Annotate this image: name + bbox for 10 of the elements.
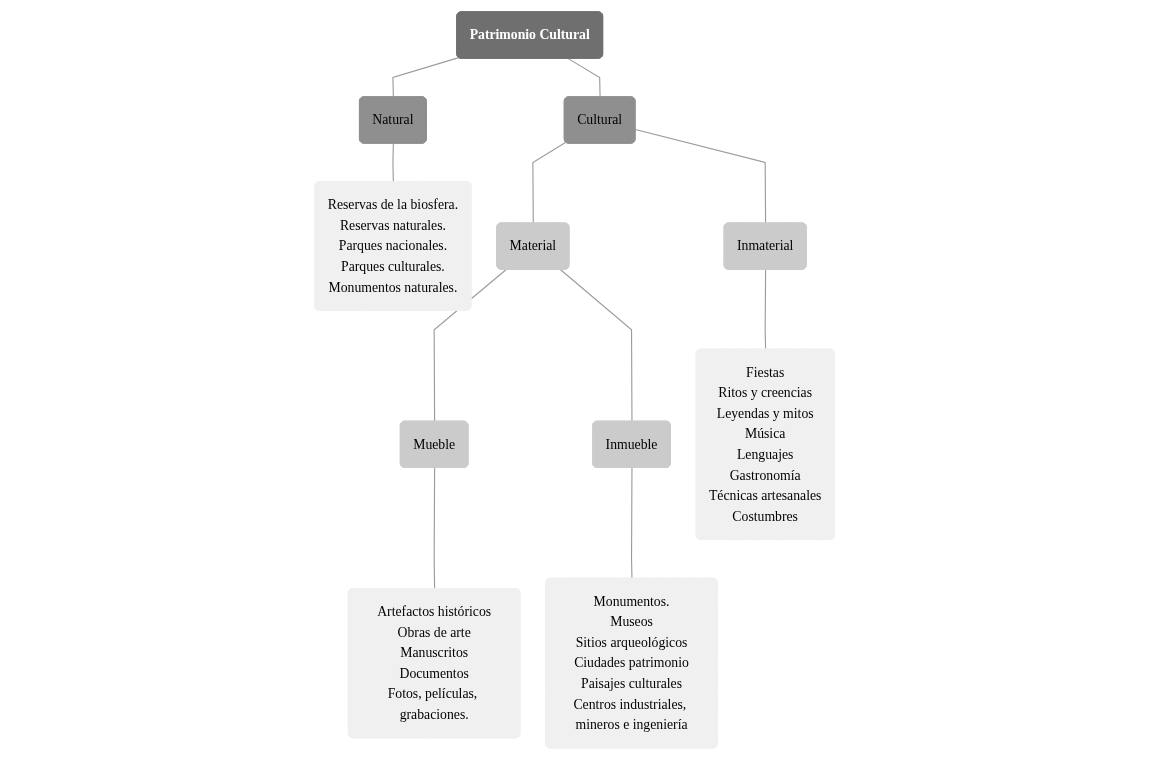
connector (635, 128, 767, 224)
connector (434, 268, 507, 422)
connector (532, 141, 567, 224)
connector (434, 466, 436, 589)
connector (392, 142, 395, 183)
connector (631, 466, 633, 579)
connector (568, 57, 602, 98)
connector (392, 56, 460, 98)
connector (765, 268, 767, 350)
connector (560, 268, 633, 422)
